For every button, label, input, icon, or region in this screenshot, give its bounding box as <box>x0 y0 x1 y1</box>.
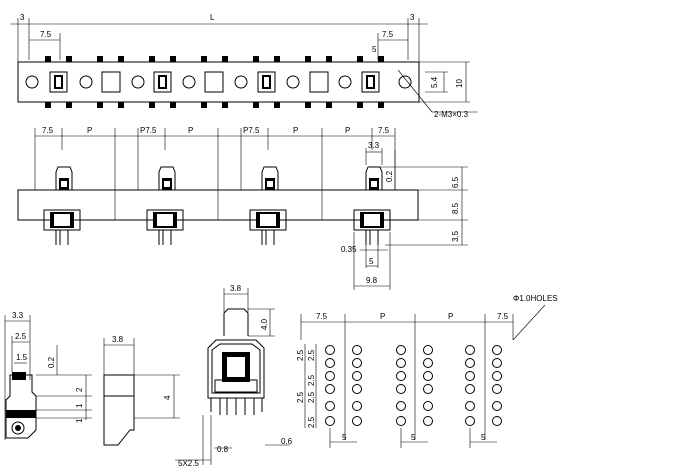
label-1: 1 <box>75 418 84 423</box>
frame <box>207 339 265 399</box>
label-6-5: 6.5 <box>451 176 460 188</box>
label-5-4: 5.4 <box>430 76 439 88</box>
label-9-8: 9.8 <box>366 276 378 285</box>
label-0-2: 0.2 <box>47 356 56 368</box>
label-2-5: 2.5 <box>307 391 316 403</box>
label-right-3: 3 <box>410 13 415 22</box>
label-2: 2 <box>75 387 84 392</box>
strip-body <box>17 61 420 103</box>
label-7-5: 7.5 <box>42 126 54 135</box>
label-P: P <box>188 126 193 135</box>
label-3-8: 3.8 <box>230 284 242 293</box>
actuators <box>55 166 383 190</box>
label-2-5: 2.5 <box>296 391 305 403</box>
label-5: 5 <box>481 433 486 442</box>
pivot-pin <box>15 425 21 431</box>
switch-windows <box>49 71 380 93</box>
lever-part <box>5 374 37 439</box>
label-mounting: 2-M3×0.3 <box>434 110 469 119</box>
label-4: 4 <box>163 395 172 400</box>
label-P: P <box>345 126 350 135</box>
detail-front: 3.8 4.0 5X2.5 0.8 0.6 <box>175 284 293 468</box>
hole-column <box>325 345 502 426</box>
label-10: 10 <box>455 79 464 88</box>
label-3-3: 3.3 <box>368 141 380 150</box>
leader-line <box>397 69 433 113</box>
base <box>214 379 258 393</box>
label-P: P <box>293 126 298 135</box>
label-2-5: 2.5 <box>296 349 305 361</box>
label-8-5: 8.5 <box>451 202 460 214</box>
label-5: 5 <box>372 45 377 54</box>
label-2-5: 2.5 <box>15 332 27 341</box>
label-2-5: 2.5 <box>307 349 316 361</box>
label-L: L <box>210 13 215 22</box>
label-0-2: 0.2 <box>385 170 394 182</box>
label-5: 5 <box>369 257 374 266</box>
frame-inner <box>211 343 261 394</box>
label-2-5: 2.5 <box>307 416 316 428</box>
label-P: P <box>380 312 385 321</box>
housing-part <box>103 374 135 446</box>
mounting-hole <box>25 75 39 89</box>
label-P7-5: P7.5 <box>140 126 157 135</box>
strip-tabs <box>45 56 384 108</box>
label-0-35: 0.35 <box>341 245 357 254</box>
label-2-5: 2.5 <box>307 374 316 386</box>
label-left-3: 3 <box>20 13 25 22</box>
label-3-3: 3.3 <box>12 311 24 320</box>
label-P: P <box>87 126 92 135</box>
label-5: 5 <box>411 433 416 442</box>
pins <box>55 230 379 245</box>
side-view: 7.5 P P7.5 P P7.5 P P 7.5 <box>17 126 468 290</box>
slider-window <box>227 357 245 377</box>
lever-band <box>6 410 36 418</box>
label-7-5: 7.5 <box>497 312 509 321</box>
label-3-5: 3.5 <box>451 230 460 242</box>
label-P: P <box>448 312 453 321</box>
detail-housing-side: 3.8 4 <box>103 335 180 446</box>
label-1: 1 <box>75 403 84 408</box>
label-5x2-5: 5X2.5 <box>178 459 199 468</box>
switch-housings <box>43 209 391 231</box>
top-view: 3 L 3 7.5 7.5 5 <box>10 13 478 119</box>
label-3-8: 3.8 <box>112 335 124 344</box>
label-4-0: 4.0 <box>260 318 269 330</box>
hole-pattern: 7.5 P P 7.5 Φ1.0HOLES 2.5 2.5 2.5 2.5 2.… <box>296 294 558 448</box>
label-7-5-right: 7.5 <box>382 30 394 39</box>
label-0-8: 0.8 <box>217 445 229 454</box>
label-7-5: 7.5 <box>378 126 390 135</box>
detail-lever-side: 3.3 2.5 1.5 0.2 2 1 1 <box>4 311 92 440</box>
mounting-hole <box>398 75 412 89</box>
leader-line <box>512 304 546 341</box>
label-5: 5 <box>342 433 347 442</box>
lever-cap <box>12 372 26 380</box>
actuator <box>223 308 249 336</box>
label-1-5: 1.5 <box>16 353 28 362</box>
label-7-5: 7.5 <box>316 312 328 321</box>
label-P7-5: P7.5 <box>243 126 260 135</box>
label-7-5-left: 7.5 <box>40 30 52 39</box>
label-0-6: 0.6 <box>281 437 293 446</box>
label-holes: Φ1.0HOLES <box>513 294 558 303</box>
